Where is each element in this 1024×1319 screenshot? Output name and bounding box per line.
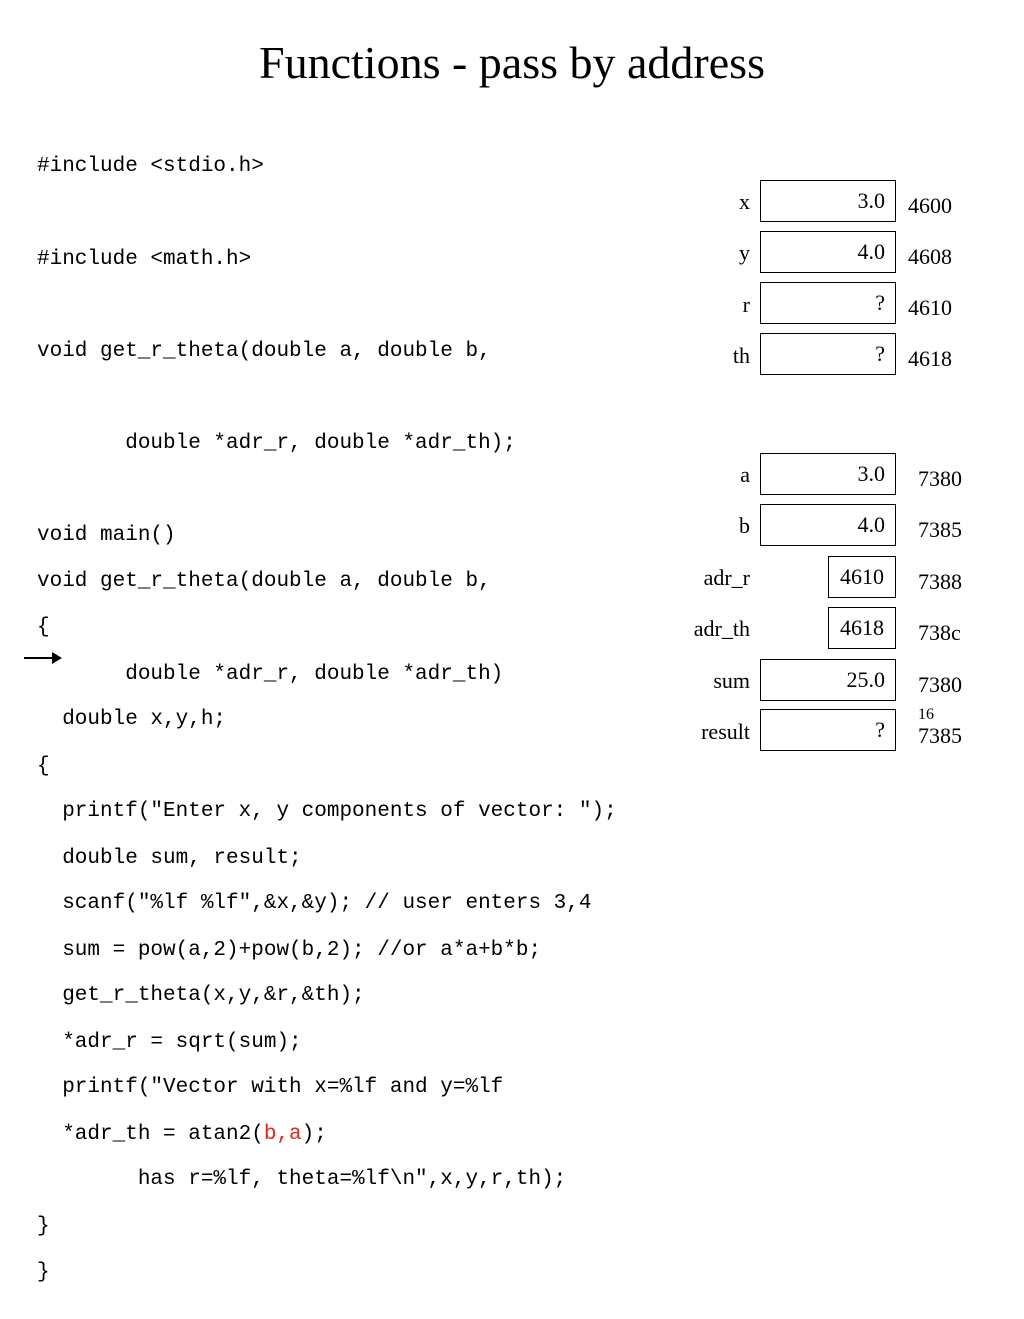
memory-address: 7388 (918, 569, 962, 594)
code-line: { (37, 754, 50, 778)
highlighted-args: b,a (263, 1122, 302, 1146)
memory-address: 7385 (918, 723, 962, 748)
var-label-result: result (701, 719, 750, 744)
code-line: double sum, result; (37, 846, 302, 870)
memory-value: 3.0 (857, 188, 886, 213)
var-label-adr-r: adr_r (703, 565, 750, 590)
code-line: double x,y,h; (37, 707, 227, 731)
code-line: void get_r_theta(double a, double b, (37, 570, 491, 594)
current-line-arrow-icon (24, 652, 62, 664)
code-line: sum = pow(a,2)+pow(b,2); //or a*a+b*b; (37, 938, 542, 962)
var-label-r: r (742, 292, 750, 317)
memory-address: 4608 (908, 244, 952, 269)
memory-value: 4.0 (857, 512, 886, 537)
code-line: double *adr_r, double *adr_th); (37, 431, 516, 455)
var-label-th: th (732, 343, 750, 368)
code-text: ); (301, 1122, 327, 1146)
memory-address: 738c (918, 620, 961, 645)
memory-cell-adr-th: 4618 (828, 607, 896, 649)
memory-cell-result: ? (760, 709, 896, 751)
var-label-x: x (739, 189, 750, 214)
var-label-adr-th: adr_th (693, 616, 750, 641)
memory-value: ? (875, 290, 885, 315)
code-line: #include <stdio.h> (37, 155, 264, 179)
memory-value: 4618 (840, 615, 884, 640)
memory-value: ? (875, 717, 885, 742)
memory-value: ? (875, 341, 885, 366)
code-line: } (37, 1215, 50, 1239)
memory-cell-b: 4.0 (760, 504, 896, 546)
code-line: double *adr_r, double *adr_th) (37, 662, 504, 686)
var-label-sum: sum (713, 668, 750, 693)
code-line: #include <math.h> (37, 247, 252, 271)
memory-cell-adr-r: 4610 (828, 556, 896, 598)
function-code-block: void get_r_theta(double a, double b, dou… (37, 506, 541, 1273)
memory-cell-th: ? (760, 333, 896, 375)
memory-value: 3.0 (857, 461, 886, 486)
memory-address: 4610 (908, 295, 952, 320)
memory-cell-a: 3.0 (760, 453, 896, 495)
code-line: *adr_r = sqrt(sum); (37, 1030, 302, 1054)
memory-address: 7380 (918, 672, 962, 697)
slide-title: Functions - pass by address (259, 37, 765, 88)
code-line: { (37, 615, 50, 639)
code-line: void get_r_theta(double a, double b, (37, 339, 491, 363)
memory-value: 25.0 (846, 667, 886, 692)
memory-cell-y: 4.0 (760, 231, 896, 273)
memory-cell-x: 3.0 (760, 180, 896, 222)
memory-cell-sum: 25.0 (760, 659, 896, 701)
memory-address: 7380 (918, 466, 962, 491)
memory-address: 7385 (918, 517, 962, 542)
var-label-y: y (739, 240, 750, 265)
var-label-a: a (740, 462, 750, 487)
memory-value: 4610 (840, 564, 884, 589)
memory-cell-r: ? (760, 282, 896, 324)
memory-value: 4.0 (857, 239, 886, 264)
code-line: void main() (37, 523, 176, 547)
var-label-b: b (739, 513, 750, 538)
code-line-atan2: *adr_th = atan2(b,a); (37, 1120, 541, 1151)
memory-address: 4618 (908, 346, 952, 371)
memory-address: 4600 (908, 193, 952, 218)
page-number: 16 (918, 706, 934, 723)
code-text: *adr_th = atan2( (37, 1122, 264, 1146)
